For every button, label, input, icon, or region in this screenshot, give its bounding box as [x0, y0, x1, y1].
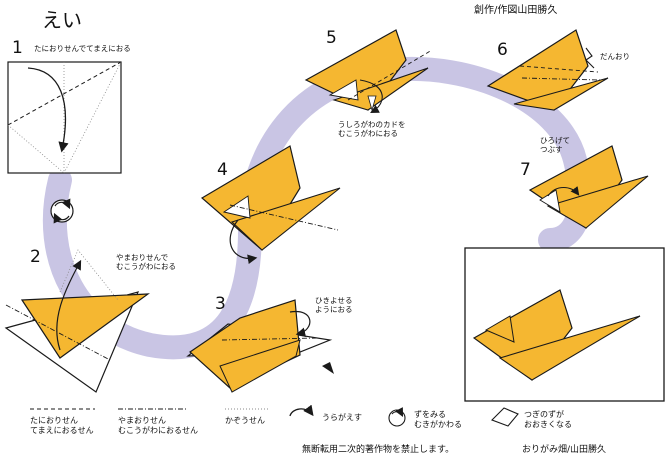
legend-samples [30, 404, 519, 427]
final-figure-box [464, 247, 665, 402]
legend-rotate-label: ずをみる むきがかわる [414, 410, 462, 429]
legend-valley-label: たにおりせん てまえにおるせん [30, 416, 94, 435]
step-1-figure [7, 61, 122, 174]
step-2-figure [4, 249, 150, 393]
step-3-number: 3 [215, 294, 226, 314]
step-6-note: だんおり [600, 52, 630, 61]
page-title: えい [42, 8, 82, 32]
copyright-notice: 無断転用二次的著作物を禁止します。 [302, 445, 455, 455]
step-5-number: 5 [326, 28, 337, 48]
step-2-note: やまおりせんで むこうがわにおる [116, 253, 176, 271]
legend-crease-label: かぞうせん [225, 416, 265, 425]
step-6-figure [486, 29, 609, 111]
footer-credit: おりがみ畑/山田勝久 [522, 445, 607, 455]
step-3-note: ひきよせる ようにおる [315, 296, 353, 314]
step-4-figure [200, 145, 341, 264]
legend-rotate-icon [388, 407, 406, 427]
legend-turn-over-label: うらがえす [322, 413, 362, 422]
step-4-number: 4 [217, 160, 228, 180]
step-1-number: 1 [12, 38, 23, 58]
step-3-figure [186, 299, 334, 393]
legend-zoom-label: つぎのずが おおきくなる [524, 410, 572, 429]
step-7-note: ひろげて つぶす [540, 136, 570, 154]
step-7-number: 7 [520, 160, 531, 180]
step-5-figure [304, 29, 433, 114]
turn-over-icon [289, 404, 314, 417]
zoom-icon [491, 407, 519, 427]
step-7-figure [528, 145, 649, 229]
legend-mountain-label: やまおりせん むこうがわにおるせん [118, 416, 198, 435]
step-2-number: 2 [30, 247, 41, 267]
step-5-note: うしろがわのカドを むこうがわにおる [338, 120, 406, 138]
creator-credit: 創作/作図山田勝久 [474, 5, 558, 16]
step-1-note: たにおりせんでてまえにおる [34, 44, 131, 53]
rotate-icon [50, 198, 74, 224]
step-6-number: 6 [497, 40, 508, 60]
